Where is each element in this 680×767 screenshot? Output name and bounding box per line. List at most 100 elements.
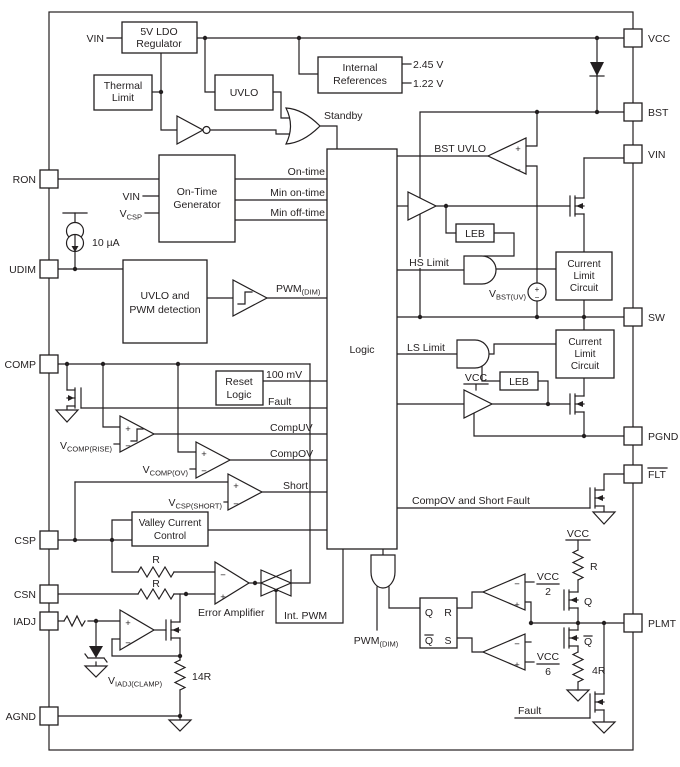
- svg-text:+: +: [233, 481, 239, 492]
- iadj-mosfet-icon: [165, 619, 181, 641]
- int-pwm-label: Int. PWM: [284, 610, 327, 622]
- hs-limit-label: HS Limit: [409, 257, 449, 269]
- otg-vcsp-label: VCSP: [120, 208, 142, 222]
- svg-text:Reset: Reset: [225, 376, 253, 388]
- svg-text:−: −: [514, 579, 520, 590]
- svg-text:Current: Current: [567, 259, 601, 270]
- ls-mosfet-icon: [569, 393, 585, 415]
- ground-icon: [83, 665, 109, 678]
- svg-text:+: +: [125, 618, 131, 629]
- ls-limit-and-gate: [456, 339, 490, 369]
- block-reset-logic: Reset Logic: [215, 370, 264, 406]
- q-fet-label: Q: [584, 596, 592, 608]
- svg-text:−: −: [515, 165, 521, 176]
- compuv-comparator: + −: [119, 415, 156, 453]
- svg-text:+: +: [514, 660, 520, 671]
- min-on-time-label: Min on-time: [270, 187, 325, 199]
- ground-icon: [54, 409, 80, 423]
- svg-text:Valley Current: Valley Current: [139, 518, 202, 529]
- svg-text:Q: Q: [425, 607, 433, 619]
- svg-text:On-Time: On-Time: [177, 186, 218, 198]
- standby-label: Standby: [324, 110, 363, 122]
- svg-text:−: −: [201, 466, 207, 477]
- vbstuv-source-icon: + −: [527, 282, 547, 302]
- error-amplifier-label: Error Amplifier: [198, 607, 265, 619]
- pin-plmt: [623, 613, 643, 633]
- ground-icon: [591, 721, 617, 734]
- fault-mosfet-icon: [589, 691, 605, 719]
- block-internal-references: Internal References: [317, 56, 403, 94]
- svg-text:−: −: [535, 293, 540, 302]
- plmt-low-comparator: − +: [481, 633, 526, 671]
- block-logic: Logic: [326, 148, 398, 550]
- svg-text:VCC: VCC: [537, 651, 560, 663]
- error-amplifier-icon: − +: [214, 560, 251, 606]
- svg-text:Circuit: Circuit: [570, 283, 599, 294]
- ref-122-label: 1.22 V: [413, 78, 443, 90]
- svg-text:Limit: Limit: [112, 92, 134, 104]
- svg-text:AGND: AGND: [6, 711, 37, 723]
- viadjclamp-label: VIADJ(CLAMP): [108, 675, 163, 689]
- hs-driver-icon: [407, 191, 438, 221]
- resistor-4r: [571, 651, 585, 683]
- svg-text:PGND: PGND: [648, 431, 679, 443]
- pin-ron: [39, 169, 59, 189]
- svg-text:Logic: Logic: [226, 389, 251, 401]
- svg-text:+: +: [514, 600, 520, 611]
- svg-text:FLT: FLT: [648, 469, 666, 481]
- 14r-label: 14R: [192, 671, 212, 683]
- vcc-over-2-label: VCC 2: [536, 571, 560, 598]
- vcspshort-label: VCSP(SHORT): [168, 497, 222, 511]
- resistor-r2: [137, 587, 175, 601]
- q-mosfet-icon: [563, 589, 579, 611]
- inverter-icon: [176, 114, 211, 146]
- svg-text:+: +: [220, 592, 226, 603]
- svg-text:LEB: LEB: [465, 228, 485, 240]
- svg-text:References: References: [333, 75, 387, 87]
- short-label: Short: [283, 480, 308, 492]
- svg-text:+: +: [201, 449, 207, 460]
- vcomprise-label: VCOMP(RISE): [60, 440, 113, 454]
- 4r-label: 4R: [592, 665, 606, 677]
- comp-discharge-mosfet: [66, 387, 82, 409]
- vbstuv-label: VBST(UV): [489, 288, 527, 302]
- short-comparator: + −: [227, 473, 264, 511]
- hs-limit-and-gate: [463, 255, 497, 285]
- svg-text:6: 6: [545, 666, 551, 678]
- svg-text:2: 2: [545, 586, 551, 598]
- svg-text:Circuit: Circuit: [571, 361, 600, 372]
- svg-text:Q: Q: [425, 635, 433, 647]
- block-thermal-limit: Thermal Limit: [93, 74, 153, 111]
- fault-label: Fault: [268, 396, 291, 408]
- current-source-10ua: [62, 212, 88, 253]
- vcc-over-6-label: VCC 6: [536, 651, 560, 678]
- zener-diode-icon: [84, 646, 108, 663]
- pin-vcc: [623, 28, 643, 48]
- svg-text:−: −: [125, 441, 131, 452]
- block-valley-current-control: Valley Current Control: [131, 511, 209, 547]
- flt-mosfet-icon: [589, 487, 605, 509]
- pins-right: VCC BST VIN SW PGND FLT PLMT: [623, 28, 679, 633]
- vcc-top-label: VCC: [567, 528, 590, 540]
- svg-text:PLMT: PLMT: [648, 618, 677, 630]
- block-uvlo: UVLO: [214, 74, 274, 111]
- r-top-label: R: [590, 561, 598, 573]
- svg-text:CSP: CSP: [14, 535, 36, 547]
- svg-text:+: +: [125, 424, 131, 435]
- pin-bst: [623, 102, 643, 122]
- pin-agnd: [39, 706, 59, 726]
- block-current-limit-hs: Current Limit Circuit: [555, 251, 613, 301]
- svg-text:UVLO and: UVLO and: [140, 290, 189, 302]
- svg-text:+: +: [515, 144, 521, 155]
- svg-text:Internal: Internal: [342, 62, 377, 74]
- bootstrap-diode-icon: [589, 62, 605, 77]
- on-time-label: On-time: [288, 166, 326, 178]
- svg-text:BST: BST: [648, 107, 669, 119]
- r1-label: R: [152, 554, 160, 566]
- svg-text:UVLO: UVLO: [230, 87, 259, 99]
- svg-text:Limit: Limit: [574, 349, 595, 360]
- block-leb-hs: LEB: [455, 223, 495, 243]
- pin-iadj: [39, 611, 59, 631]
